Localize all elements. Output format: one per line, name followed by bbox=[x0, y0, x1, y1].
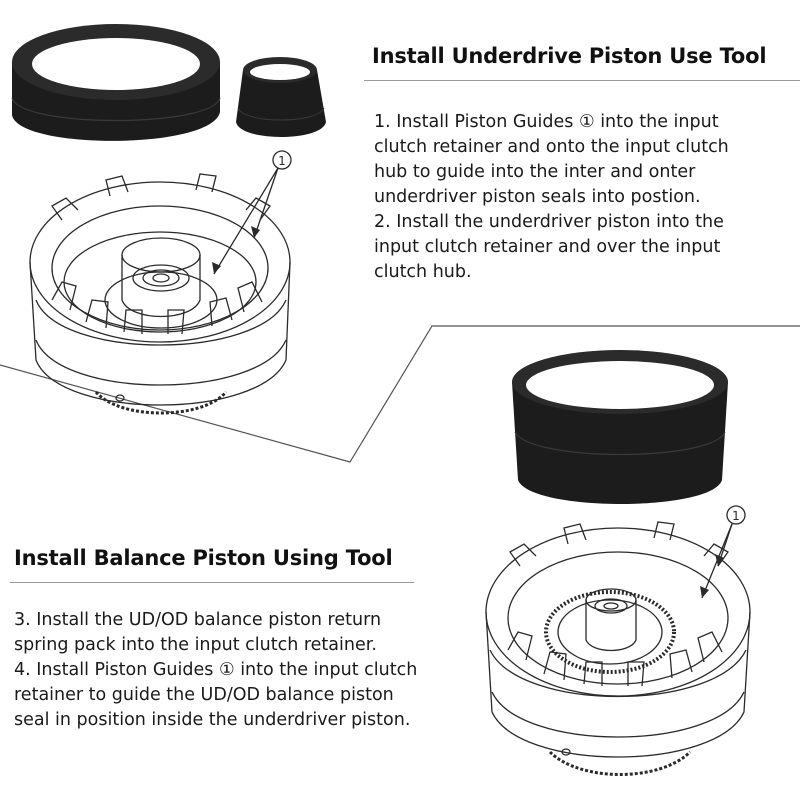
callout-number-bottom: 1 bbox=[732, 509, 740, 523]
step-line: input clutch retainer and over the input bbox=[374, 237, 721, 257]
step-line: hub to guide into the inter and onter bbox=[374, 162, 696, 182]
step-line: 1. Install Piston Guides ① into the inpu… bbox=[374, 112, 719, 132]
step-2: 2. Install the underdriver piston into t… bbox=[374, 210, 794, 285]
step-line: clutch retainer and onto the input clutc… bbox=[374, 137, 729, 157]
step-line: underdriver piston seals into postion. bbox=[374, 187, 701, 207]
instruction-steps-top: 1. Install Piston Guides ① into the inpu… bbox=[374, 110, 794, 285]
step-line: retainer to guide the UD/OD balance pist… bbox=[14, 685, 394, 705]
instruction-steps-bottom: 3. Install the UD/OD balance piston retu… bbox=[14, 608, 484, 733]
callout-circle-bottom bbox=[726, 505, 746, 525]
title-rule-top bbox=[364, 80, 800, 81]
step-line: seal in position inside the underdriver … bbox=[14, 710, 411, 730]
step-4: 4. Install Piston Guides ① into the inpu… bbox=[14, 658, 484, 733]
step-1: 1. Install Piston Guides ① into the inpu… bbox=[374, 110, 794, 210]
callout-circle-top bbox=[272, 150, 292, 170]
step-line: clutch hub. bbox=[374, 262, 472, 282]
callout-number-top: 1 bbox=[278, 154, 286, 168]
step-line: 3. Install the UD/OD balance piston retu… bbox=[14, 610, 382, 630]
step-3: 3. Install the UD/OD balance piston retu… bbox=[14, 608, 484, 658]
step-line: 4. Install Piston Guides ① into the inpu… bbox=[14, 660, 418, 680]
section-title-underdrive-piston: Install Underdrive Piston Use Tool bbox=[372, 44, 767, 68]
section-title-balance-piston: Install Balance Piston Using Tool bbox=[14, 546, 393, 570]
step-line: spring pack into the input clutch retain… bbox=[14, 635, 377, 655]
title-rule-bottom bbox=[10, 582, 414, 583]
step-line: 2. Install the underdriver piston into t… bbox=[374, 212, 724, 232]
